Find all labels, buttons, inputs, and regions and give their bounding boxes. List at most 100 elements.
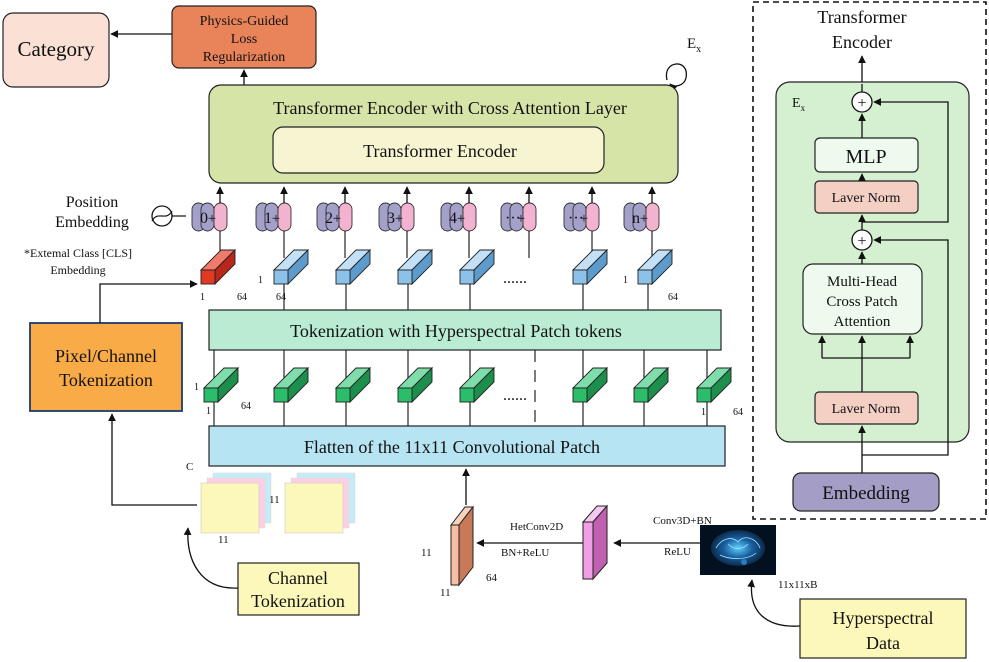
physics-loss-line2: Loss (231, 32, 257, 47)
size-11x11xb-label: 11x11xB (778, 579, 818, 591)
flatten-band-label: Flatten of the 11x11 Convolutional Patch (304, 437, 600, 457)
cls-embedding-line1: *Extemal Class [CLS] (24, 246, 132, 260)
flatten-dim-1-left: 1 (194, 382, 199, 393)
position-token-5: ···+ (500, 186, 537, 258)
patch-token-cube-2 (396, 248, 434, 286)
dim-11-hetconv-left: 11 (421, 547, 432, 559)
channel-tokenization-line2: Tokenization (251, 591, 345, 611)
mlp-label: MLP (845, 146, 886, 168)
add-top-symbol: + (857, 95, 866, 112)
category-label: Category (18, 37, 95, 61)
relu-label: ReLU (664, 546, 691, 558)
flatten-cube-0 (202, 366, 240, 404)
physics-loss-line1: Physics-Guided (200, 14, 289, 29)
position-token-plus: + (333, 211, 341, 227)
patch-token-cube-4 (571, 248, 609, 286)
channel-tokenization-line1: Channel (268, 568, 328, 588)
layer-norm-bottom-box (814, 391, 919, 425)
physics-loss-box (171, 5, 317, 69)
patch-token-cube-5 (636, 248, 674, 286)
panel-title-line2: Encoder (832, 32, 892, 52)
encoder-cross-attention-label: Transformer Encoder with Cross Attention… (273, 98, 627, 118)
flatten-dim-64-right: 64 (733, 407, 743, 418)
position-token-0: 0+ (191, 186, 228, 258)
position-token-plus: + (580, 211, 588, 227)
tokenization-band-label: Tokenization with Hyperspectral Patch to… (290, 321, 622, 341)
position-token-index: 2 (325, 210, 333, 227)
position-token-index: n (632, 210, 640, 227)
flatten-band (208, 425, 726, 467)
position-token-plus: + (395, 211, 403, 227)
cls-dim-64: 64 (237, 292, 247, 303)
channel-patch-stack-right (284, 472, 356, 534)
residual-top-connection (862, 98, 949, 223)
category-box (2, 12, 110, 88)
position-token-plus: + (640, 211, 648, 227)
patch-dim-1: 1 (258, 275, 263, 286)
recurrence-loop-icon (665, 63, 687, 92)
conv3d-slab (581, 504, 609, 581)
position-token-plus: + (272, 211, 280, 227)
position-tokens: 0+1+2+3+4+···+···+n+ (191, 186, 660, 258)
patch-dim-1-right: 1 (623, 275, 628, 286)
cls-token-cube (199, 248, 237, 286)
dim-c-label: C (186, 461, 193, 473)
layer-norm-bottom-label: Laver Norm (832, 402, 901, 417)
arrow-channel-to-patches (183, 527, 239, 589)
flatten-dim-64: 64 (241, 401, 251, 412)
cls-dim-1: 1 (200, 292, 205, 303)
patch-dim-64-right: 64 (668, 292, 678, 303)
position-token-index: 3 (387, 210, 395, 227)
pixel-channel-line2: Tokenization (59, 370, 153, 390)
cls-embedding-line2: Embedding (50, 263, 105, 277)
dim-64-hetconv: 64 (486, 572, 498, 584)
flatten-cube-4 (458, 366, 496, 404)
hyperspectral-data-line2: Data (866, 633, 900, 653)
ex-label-main: Ex (687, 36, 701, 55)
hyperspectral-brain-image (700, 525, 776, 575)
position-embedding-symbol-icon (151, 205, 173, 227)
position-token-plus: + (457, 211, 465, 227)
flatten-dim-1-bottom: 1 (206, 406, 211, 417)
arrow-pixel-to-cls (99, 280, 198, 323)
layer-norm-top-box (814, 180, 919, 214)
dim-11-left-side: 11 (269, 494, 280, 506)
flatten-cube-3 (396, 366, 434, 404)
attention-line2: Cross Patch (826, 294, 898, 310)
residual-bottom-connection (862, 236, 949, 456)
encoder-inner-label: Transformer Encoder (363, 141, 517, 161)
position-token-index: 0 (200, 210, 208, 227)
pixel-channel-line1: Pixel/Channel (55, 346, 157, 366)
position-token-index: 1 (264, 210, 272, 227)
hetconv-label: HetConv2D (510, 521, 563, 533)
mlp-box (814, 137, 919, 173)
position-token-3: 3+ (378, 186, 415, 258)
flatten-cube-6 (632, 366, 670, 404)
attention-line3: Attention (834, 314, 891, 330)
arrow-patches-to-pixel (108, 413, 197, 506)
pixel-channel-box (29, 322, 183, 412)
token-cubes: 1 64 1 64 1 64............ 1 1 64 1 64 (194, 248, 743, 426)
panel-ex-label: Ex (792, 96, 806, 113)
embedding-label: Embedding (822, 483, 910, 504)
patch-token-cube-1 (334, 248, 372, 286)
position-token-plus: + (517, 211, 525, 227)
patch-token-cube-0 (272, 248, 310, 286)
add-middle-symbol: + (857, 233, 866, 250)
top-row-ellipsis: ...... (503, 270, 527, 287)
position-token-index: ··· (505, 210, 521, 227)
panel-title-line1: Transformer (817, 7, 906, 27)
position-token-2: 2+ (316, 186, 353, 258)
channel-patch-stack-left (200, 472, 272, 534)
dim-11-hetconv-bottom: 11 (440, 587, 451, 599)
position-token-4: 4+ (440, 186, 477, 258)
position-token-1: 1+ (255, 186, 292, 258)
position-token-7: n+ (623, 186, 660, 258)
bottom-row-ellipsis: ...... (503, 387, 527, 404)
flatten-cube-7 (695, 366, 733, 404)
patch-token-cube-3 (458, 248, 496, 286)
patch-dim-64: 64 (276, 292, 286, 303)
hetconv-slab (449, 505, 475, 587)
flatten-dim-1-right: 1 (701, 407, 706, 418)
